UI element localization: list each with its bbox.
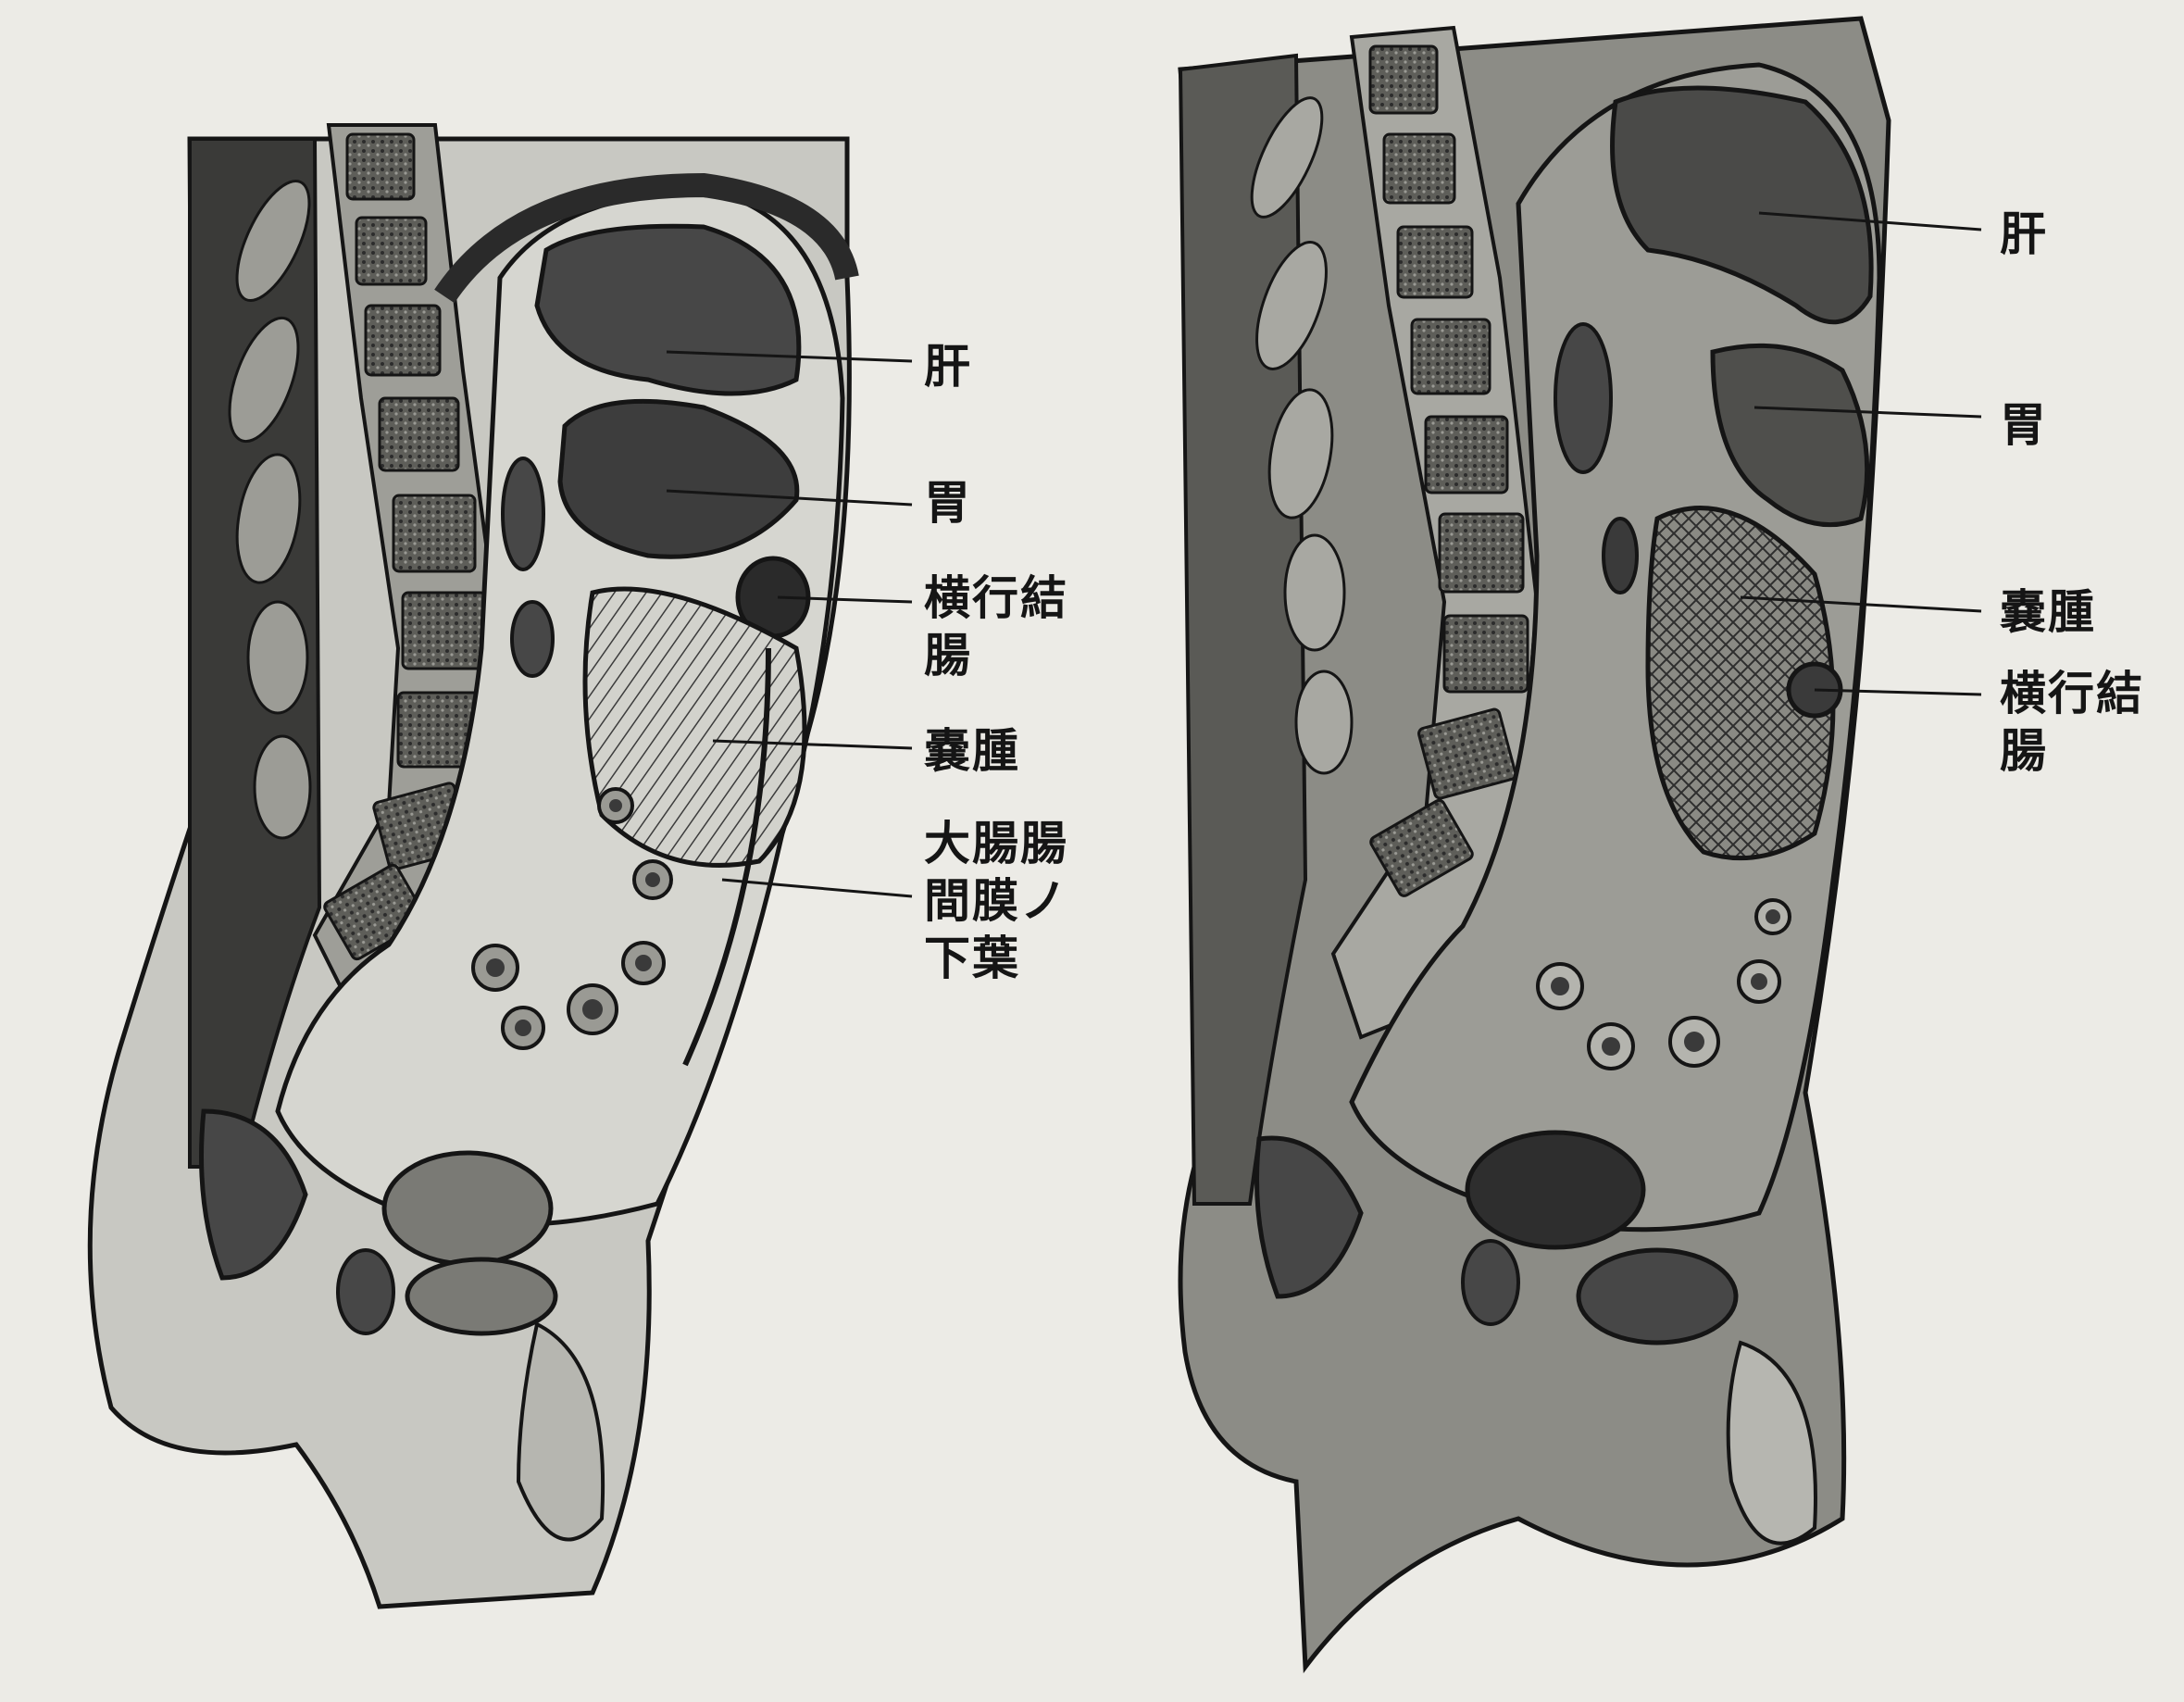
left-label-cyst: 嚢腫 — [924, 722, 1020, 780]
right-label-transverse-colon: 横行結 腸 — [2000, 665, 2144, 780]
left-sagittal-section-icon — [90, 125, 849, 1607]
left-label-transverse-colon: 横行結 腸 — [924, 569, 1068, 684]
right-label-liver: 肝 — [2000, 206, 2048, 263]
left-label-stomach: 胃 — [924, 474, 972, 532]
right-label-stomach: 胃 — [2000, 396, 2048, 454]
left-label-liver: 肝 — [924, 338, 972, 395]
right-label-cyst: 嚢腫 — [2000, 583, 2096, 641]
right-sagittal-section-icon — [1180, 19, 1889, 1667]
left-label-mesocolon: 大腸腸 間膜ノ 下葉 — [924, 815, 1068, 987]
